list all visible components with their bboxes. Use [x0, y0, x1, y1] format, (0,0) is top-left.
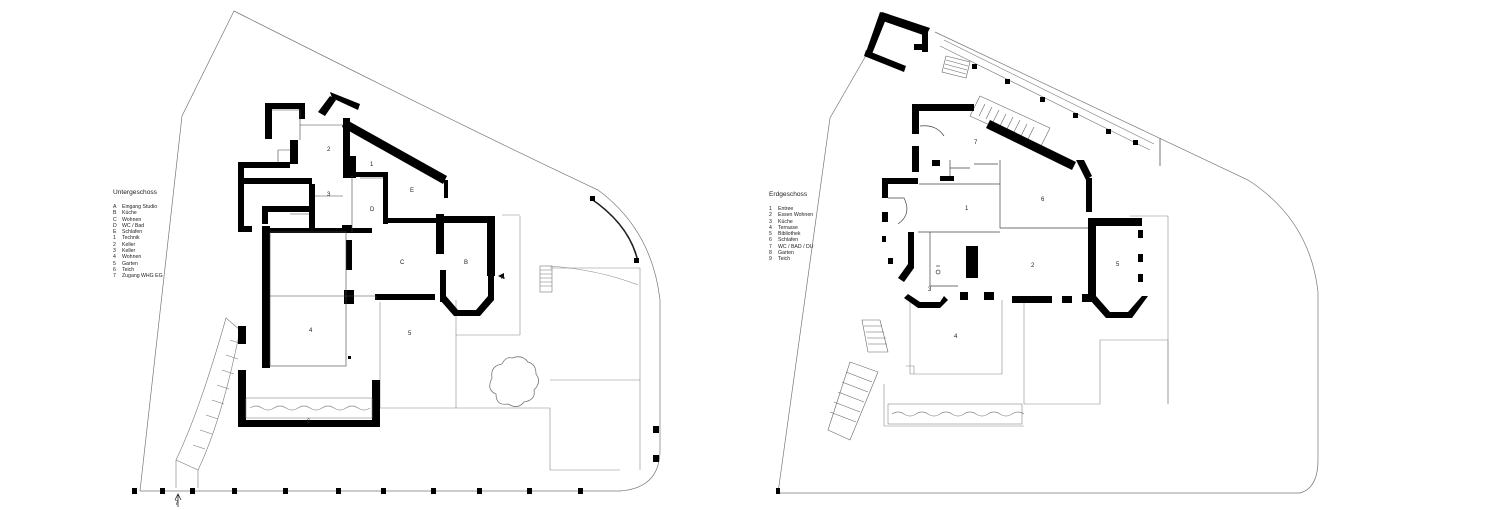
room-label: 4	[309, 328, 313, 334]
plan-title-untergeschoss: Untergeschoss	[113, 189, 157, 196]
plan-erdgeschoss: 1 2 3 4 5 6 7	[776, 12, 1319, 494]
interior-lines	[269, 109, 383, 367]
room-label: 1	[370, 162, 374, 168]
garden-lines	[379, 214, 641, 471]
plan-title-erdgeschoss: Erdgeschoss	[769, 191, 808, 198]
exterior-stairs	[539, 265, 553, 293]
room-label: 2	[327, 147, 331, 153]
stair-wc	[969, 95, 1051, 149]
boundary-rail	[939, 39, 1161, 166]
room-label: D	[370, 207, 375, 213]
room-label: A	[501, 275, 505, 281]
shed	[864, 12, 930, 72]
room-label: E	[410, 188, 414, 194]
interior-lines	[888, 125, 1088, 287]
curved-stair	[175, 317, 243, 488]
pond	[887, 403, 1025, 425]
walls-untergeschoss	[238, 92, 495, 427]
boundary-posts	[776, 488, 780, 494]
curved-wall	[589, 197, 639, 263]
wall-block	[590, 196, 595, 201]
room-label: 2	[1031, 263, 1035, 269]
room-label: 5	[408, 331, 412, 337]
room-label: C	[400, 260, 405, 266]
exterior-stairs	[827, 319, 889, 441]
entry-arrow-icon	[498, 273, 504, 279]
wall-block	[634, 258, 639, 263]
tree-canopy	[489, 356, 539, 407]
room-label: 7	[974, 140, 978, 146]
room-label: B	[464, 260, 468, 266]
room-labels-erdgeschoss: 1 2 3 4 5 6 7	[928, 140, 1120, 340]
room-labels-untergeschoss: 1 2 3 E D C B A 4 5 6 7	[175, 147, 505, 507]
room-label: 1	[965, 206, 969, 212]
boundary-posts	[132, 426, 659, 494]
walls-erdgeschoss	[882, 104, 1148, 318]
plan-untergeschoss: 1 2 3 E D C B A 4 5 6 7	[132, 10, 661, 507]
site-boundary	[139, 10, 661, 492]
room-label: 3	[327, 192, 331, 198]
garden-lines	[883, 215, 1169, 427]
pond	[245, 397, 373, 419]
room-label: 6	[307, 419, 311, 425]
room-label: 3	[928, 287, 932, 293]
room-label: 5	[1116, 262, 1120, 268]
entry-arrow-icon	[174, 493, 182, 507]
stair-north	[941, 55, 971, 79]
room-label: 6	[1041, 197, 1045, 203]
room-label: 7	[175, 501, 179, 507]
room-label: 4	[954, 334, 958, 340]
site-boundary	[777, 31, 1319, 494]
